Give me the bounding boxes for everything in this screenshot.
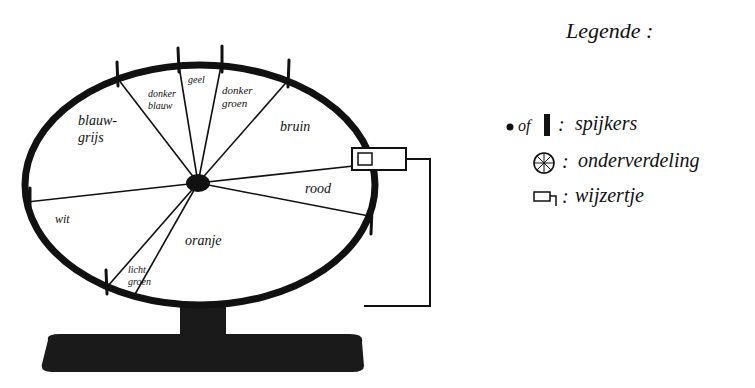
legend-text: wijzertje (575, 184, 715, 207)
segment-label: donker blauw (148, 88, 180, 112)
legend-colon: : (562, 185, 572, 208)
legend-text: onderverdeling (578, 149, 743, 172)
nail-bar-symbol (544, 114, 550, 136)
nail-dot-symbol (507, 124, 514, 131)
segment-label: wit (55, 212, 97, 226)
segment-label: geel (188, 74, 214, 86)
segment-label: donker groen (222, 84, 258, 110)
division-symbol (534, 153, 554, 173)
stand-base (42, 334, 364, 372)
pointer-wire (364, 159, 430, 306)
segment-label: bruin (280, 118, 330, 135)
wheel-rim (25, 65, 375, 305)
nails (30, 46, 372, 294)
pointer-tab (358, 153, 372, 165)
division-lines (27, 66, 372, 296)
segment-label: licht groen (128, 264, 151, 288)
segment-label: blauw-grijs (78, 112, 134, 146)
segment-label: oranje (185, 232, 245, 249)
legend-text: spijkers (575, 112, 715, 135)
wheel-hub (186, 174, 210, 192)
legend-colon: : (558, 113, 568, 136)
legend-title: Legende : (566, 18, 716, 44)
pointer (352, 148, 406, 170)
legend-word: of (518, 116, 540, 135)
pointer-symbol (534, 192, 556, 206)
legend-colon: : (562, 150, 572, 173)
segment-label: rood (305, 180, 345, 197)
